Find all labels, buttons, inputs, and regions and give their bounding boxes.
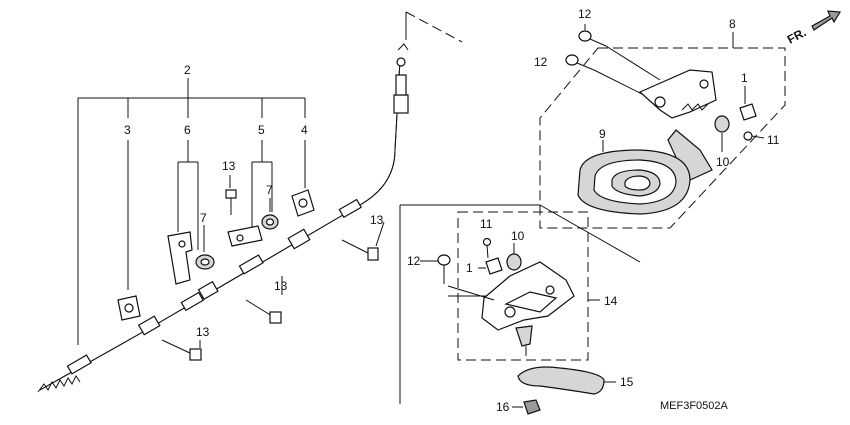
clip-1a bbox=[739, 103, 757, 121]
callout-12-lower: 12 bbox=[407, 254, 421, 268]
clip-1b bbox=[478, 257, 503, 275]
callout-12-second: 12 bbox=[534, 55, 548, 69]
bolt-12a bbox=[578, 30, 661, 81]
callout-10-upper: 10 bbox=[716, 155, 730, 169]
bolt-12c bbox=[437, 254, 495, 301]
boot-9 bbox=[577, 149, 691, 215]
callout-bracket-2 bbox=[77, 78, 306, 345]
callout-7-right: 7 bbox=[266, 183, 273, 197]
lever-bracket-14 bbox=[481, 261, 575, 356]
bracket-5 bbox=[227, 225, 263, 247]
bolt-13a bbox=[225, 189, 237, 215]
callout-1-lower: 1 bbox=[466, 261, 473, 275]
nut-10a bbox=[714, 115, 730, 133]
bolt-13c bbox=[245, 299, 282, 324]
assembly-14-outline bbox=[457, 211, 600, 361]
callout-16: 16 bbox=[496, 400, 510, 414]
callout-11-lower: 11 bbox=[480, 217, 493, 231]
cap-16 bbox=[512, 399, 541, 415]
callout-13-bottom: 13 bbox=[196, 325, 210, 339]
bracket-6 bbox=[167, 231, 193, 285]
cable-upper-end bbox=[393, 43, 409, 114]
screw-11b bbox=[482, 237, 492, 259]
grommet-7b bbox=[261, 214, 279, 230]
callout-14: 14 bbox=[604, 294, 618, 308]
callout-12-top: 12 bbox=[578, 7, 592, 21]
callout-13-middle: 13 bbox=[274, 279, 288, 293]
callout-11-upper: 11 bbox=[767, 133, 780, 147]
bolt-13b bbox=[341, 239, 379, 261]
callout-3: 3 bbox=[124, 123, 131, 137]
front-direction-label: FR. bbox=[785, 25, 809, 46]
callout-15: 15 bbox=[620, 375, 634, 389]
callout-4: 4 bbox=[301, 123, 308, 137]
control-cable bbox=[37, 11, 463, 393]
callout-2: 2 bbox=[184, 63, 191, 77]
callout-13-right: 13 bbox=[370, 213, 384, 227]
callout-5: 5 bbox=[258, 123, 265, 137]
lower-section-frame bbox=[399, 204, 641, 404]
screw-11a bbox=[743, 131, 765, 141]
callout-9: 9 bbox=[599, 127, 606, 141]
callout-1-upper: 1 bbox=[741, 71, 748, 85]
cable-end-spring bbox=[37, 375, 81, 393]
callout-6: 6 bbox=[184, 123, 191, 137]
callout-7-left: 7 bbox=[200, 211, 207, 225]
assembly-8-outline bbox=[539, 32, 786, 229]
figure-code: MEF3F0502A bbox=[660, 400, 729, 412]
grommet-7a bbox=[195, 254, 215, 270]
nut-10b bbox=[506, 243, 522, 271]
cable-clamp-4 bbox=[291, 189, 315, 217]
callout-10-lower: 10 bbox=[511, 229, 525, 243]
callout-8: 8 bbox=[729, 17, 736, 31]
shift-lever-bracket-8 bbox=[638, 69, 717, 181]
bolt-12b bbox=[565, 54, 643, 95]
cable-clamp-3 bbox=[117, 295, 141, 321]
callout-13-top: 13 bbox=[222, 159, 236, 173]
front-direction-arrow bbox=[811, 10, 842, 31]
lever-knob-15 bbox=[517, 366, 616, 395]
bolt-13d bbox=[161, 339, 202, 361]
